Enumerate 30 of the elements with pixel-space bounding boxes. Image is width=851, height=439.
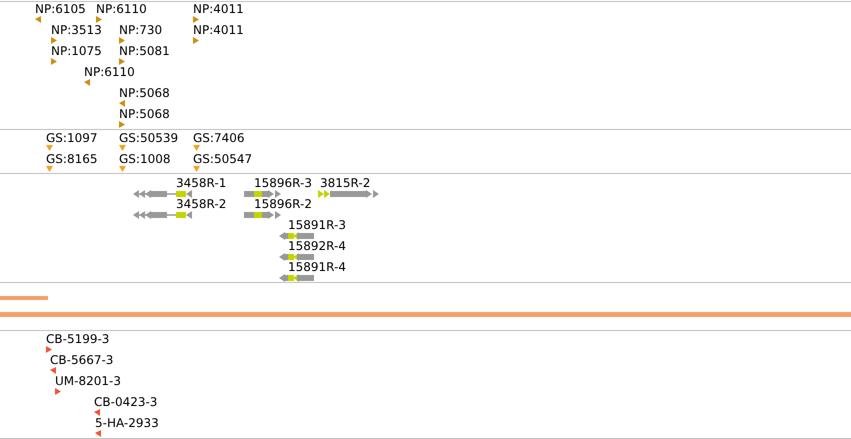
feature-label: NP:6110 bbox=[84, 65, 135, 79]
feature-label: GS:1008 bbox=[119, 152, 170, 166]
feature-label: GS:50547 bbox=[193, 152, 252, 166]
feature-label: NP:1075 bbox=[51, 44, 102, 58]
feature-label: NP:6110 bbox=[96, 2, 147, 16]
gene-label: 15896R-3 bbox=[254, 176, 312, 190]
gene-label: 15896R-2 bbox=[254, 197, 312, 211]
feature-label: GS:50539 bbox=[119, 131, 178, 145]
feature-label: NP:3513 bbox=[51, 23, 102, 37]
feature-label: NP:6105 bbox=[35, 2, 86, 16]
feature-label: NP:4011 bbox=[193, 2, 244, 16]
feature-label: CB-0423-3 bbox=[94, 395, 158, 409]
gene-label: 15892R-4 bbox=[288, 239, 346, 253]
feature-label: GS:8165 bbox=[46, 152, 98, 166]
feature-label: 5-HA-2933 bbox=[95, 416, 159, 430]
feature-label: NP:5081 bbox=[119, 44, 170, 58]
feature-label: GS:1097 bbox=[46, 131, 98, 145]
feature-label: NP:5068 bbox=[119, 86, 170, 100]
feature-label: UM-8201-3 bbox=[55, 374, 121, 388]
gene-label: 15891R-4 bbox=[288, 260, 346, 274]
feature-label: NP:4011 bbox=[193, 23, 244, 37]
gene-label: 3815R-2 bbox=[320, 176, 370, 190]
feature-label: GS:7406 bbox=[193, 131, 244, 145]
gene-label: 3458R-2 bbox=[176, 197, 226, 211]
gene-label: 3458R-1 bbox=[176, 176, 226, 190]
feature-label: CB-5667-3 bbox=[50, 353, 114, 367]
feature-label: CB-5199-3 bbox=[46, 332, 110, 346]
feature-label: NP:5068 bbox=[119, 107, 170, 121]
gene-label: 15891R-3 bbox=[288, 218, 346, 232]
feature-label: NP:730 bbox=[119, 23, 162, 37]
